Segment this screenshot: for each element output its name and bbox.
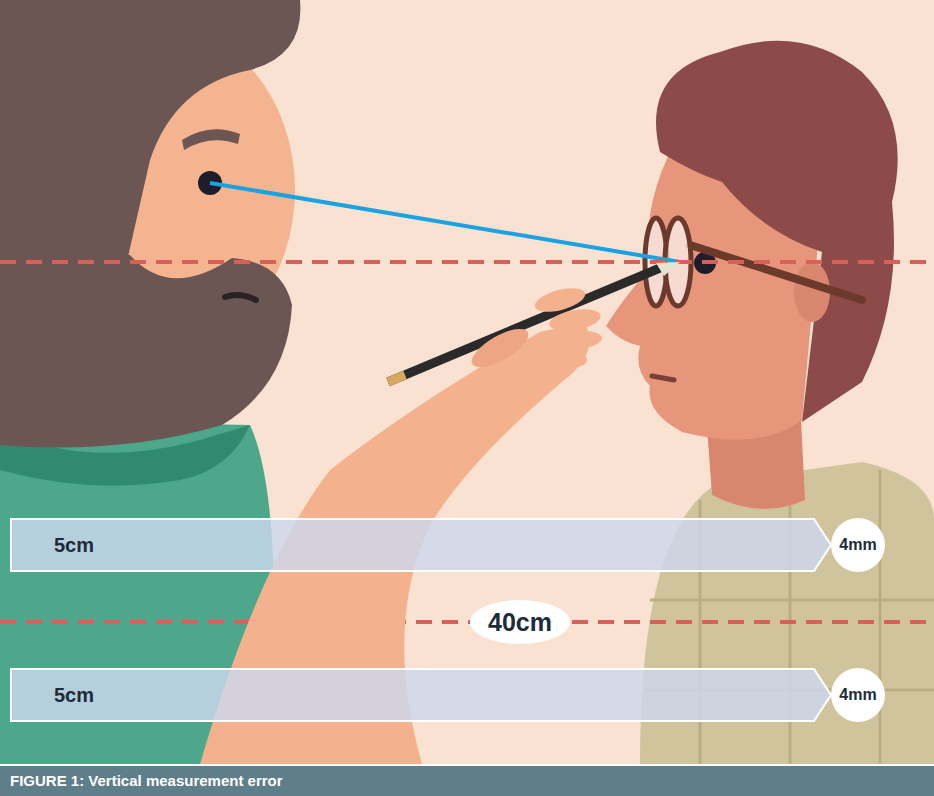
band-outline [10, 668, 832, 722]
patient-figure [606, 41, 934, 764]
measurement-band: 5cm [10, 518, 832, 572]
value-circle: 4mm [831, 668, 885, 722]
band-fill [11, 669, 831, 721]
illustration [0, 0, 934, 764]
ell-fill [470, 600, 570, 644]
value-circle: 4mm [831, 518, 885, 572]
node-label: 5cm [54, 534, 94, 557]
band-outline [10, 518, 832, 572]
circ-fill [831, 518, 885, 572]
band-fill [11, 519, 831, 571]
node-label: 4mm [839, 686, 876, 704]
caption-bar: FIGURE 1: Vertical measurement error [0, 764, 934, 796]
distance-ellipse: 40cm [470, 600, 570, 644]
figure-caption: FIGURE 1: Vertical measurement error [0, 766, 934, 796]
measurement-band: 5cm [10, 668, 832, 722]
node-label: 5cm [54, 684, 94, 707]
circ-fill [831, 668, 885, 722]
eye-level-line [0, 260, 934, 264]
node-label: 4mm [839, 536, 876, 554]
background [0, 0, 934, 764]
node-label: 40cm [488, 608, 552, 637]
sight-line [210, 183, 680, 262]
centre-line [0, 620, 934, 624]
